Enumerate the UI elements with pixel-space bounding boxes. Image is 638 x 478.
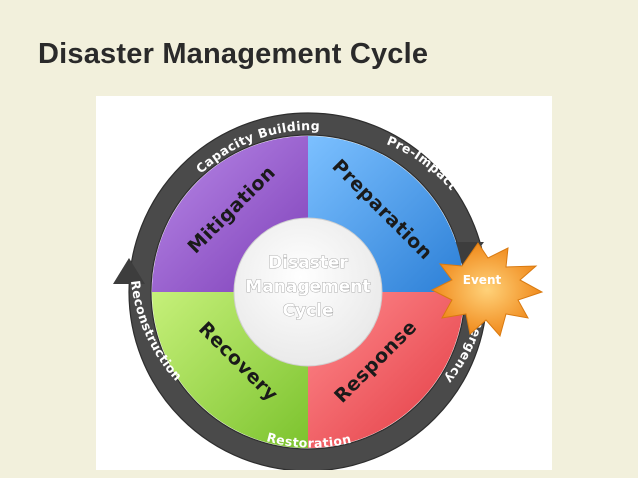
disaster-cycle-diagram: Disaster Management Cycle Mitigation Pre… xyxy=(113,112,544,470)
event-label: Event xyxy=(463,273,502,287)
center-title-line-1: Disaster xyxy=(268,253,348,273)
diagram-panel: Disaster Management Cycle Mitigation Pre… xyxy=(96,96,552,470)
event-burst-icon xyxy=(430,242,544,338)
slide-title: Disaster Management Cycle xyxy=(38,38,429,70)
ring-label-restoration: Restoration xyxy=(265,429,353,450)
center-circle xyxy=(233,217,383,367)
center-title-line-2: Management xyxy=(245,277,370,297)
center-title-line-3: Cycle xyxy=(283,301,334,321)
arrowhead-left xyxy=(113,258,145,284)
